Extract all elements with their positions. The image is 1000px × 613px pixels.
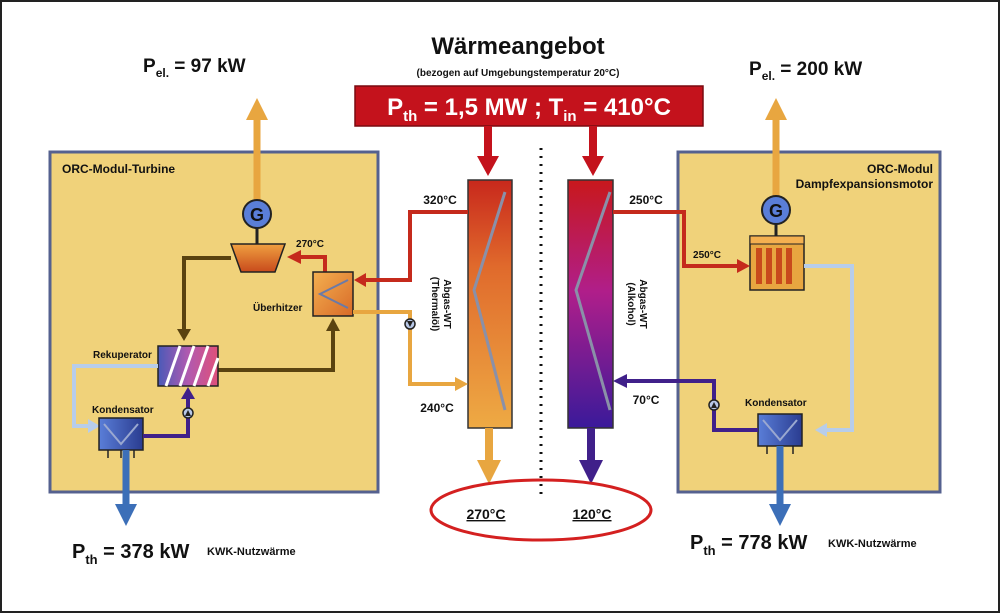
right-module-box: [676, 150, 942, 494]
superheater-label: Überhitzer: [253, 301, 303, 314]
superheater-to-turbine: [300, 255, 327, 272]
right-module-title-1: ORC-Modul: [867, 162, 933, 176]
right-feed-pump-symbol: [711, 402, 717, 408]
supply-arrowhead-right: [582, 156, 604, 176]
left-turbine-temp: 270°C: [296, 239, 324, 250]
condensate-arrowhead-right: [613, 374, 627, 388]
left-heat-out-arrowhead: [115, 504, 137, 526]
right-heat-out-arrowhead: [769, 504, 791, 526]
left-thermal-power: Pth = 378 kW: [72, 541, 189, 567]
motor-to-condenser: [804, 264, 854, 432]
recuperator-hatch: [164, 345, 220, 387]
recuperator-to-superheater: [218, 330, 335, 372]
left-condenser-coil: [103, 423, 139, 446]
right-condenser-label: Kondensator: [745, 398, 807, 409]
hot-oil-line: [365, 210, 468, 282]
right-electric-power: Pel. = 200 kW: [749, 59, 862, 83]
hx-alcohol-zigzag: [574, 191, 612, 411]
left-power-arrowhead: [246, 98, 268, 120]
right-power-arrowhead: [765, 98, 787, 120]
page-subtitle: (bezogen auf Umgebungstemperatur 20°C): [417, 68, 620, 79]
turbine-exhaust-line: [182, 256, 231, 330]
expansion-motor-head: [749, 235, 805, 245]
exhaust-out-arrowhead-right: [579, 460, 603, 484]
oil-pump-symbol: [407, 321, 413, 327]
hx-oil-temp-bottom: 240°C: [420, 401, 454, 415]
left-chp-note: KWK-Nutzwärme: [207, 546, 296, 558]
hx-oil-label: Abgas-WT(Thermalöl): [429, 277, 452, 331]
turbine-exhaust-arrowhead: [177, 329, 191, 341]
expansion-motor-cylinders: [756, 248, 792, 284]
recuperator-to-condenser-arrowhead: [88, 419, 100, 433]
hx-alcohol-temp-top: 250°C: [629, 193, 663, 207]
oil-return-arrowhead: [455, 377, 468, 391]
hx-alcohol-label: Abgas-WT(Alkohol): [625, 279, 648, 328]
left-condenser-label: Kondensator: [92, 405, 154, 416]
heat-supply-value: Pth = 1,5 MW ; Tin = 410°C: [387, 94, 671, 125]
left-electric-power: Pel. = 97 kW: [143, 56, 246, 80]
right-thermal-power: Pth = 778 kW: [690, 532, 807, 558]
right-condenser-coil: [762, 419, 798, 442]
recuperator-label: Rekuperator: [93, 350, 152, 361]
left-generator: [242, 199, 272, 229]
hx-oil-temp-top: 320°C: [423, 193, 457, 207]
recuperator-to-condenser: [72, 364, 158, 428]
left-feed-pump-symbol: [185, 410, 191, 416]
motor-temp: 250°C: [693, 250, 721, 261]
heat-supply-banner: [354, 85, 704, 127]
exhaust-out-temp-right: 120°C: [572, 506, 611, 522]
right-module-title-2: Dampfexpansionsmotor: [796, 177, 934, 191]
vapor-arrowhead: [737, 259, 750, 273]
exhaust-out-arrowhead-left: [477, 460, 501, 484]
left-turbine: [229, 243, 287, 273]
hx-alcohol-temp-bottom: 70°C: [633, 393, 660, 407]
left-generator-label: G: [250, 205, 264, 225]
oil-return-line: [353, 310, 456, 386]
page-title: Wärmeangebot: [431, 33, 604, 60]
hx-oil-zigzag: [472, 191, 507, 411]
exhaust-hx-alcohol: [567, 179, 614, 429]
superheater-coil: [317, 279, 349, 309]
right-generator: [761, 195, 791, 225]
superheater-to-turbine-arrowhead: [287, 250, 301, 264]
supply-arrowhead-left: [477, 156, 499, 176]
motor-to-condenser-arrowhead: [815, 423, 827, 437]
recuperator-to-superheater-arrowhead: [326, 318, 340, 331]
right-generator-label: G: [769, 201, 783, 221]
hot-oil-arrowhead: [354, 273, 366, 287]
right-chp-note: KWK-Nutzwärme: [828, 538, 917, 550]
exhaust-outlet-ellipse: [429, 478, 653, 542]
vapor-line: [613, 210, 738, 268]
exhaust-hx-thermal-oil: [467, 179, 513, 429]
exhaust-out-temp-left: 270°C: [466, 506, 505, 522]
left-module-title: ORC-Modul-Turbine: [62, 162, 175, 176]
condensate-arrowhead-left: [181, 387, 195, 399]
